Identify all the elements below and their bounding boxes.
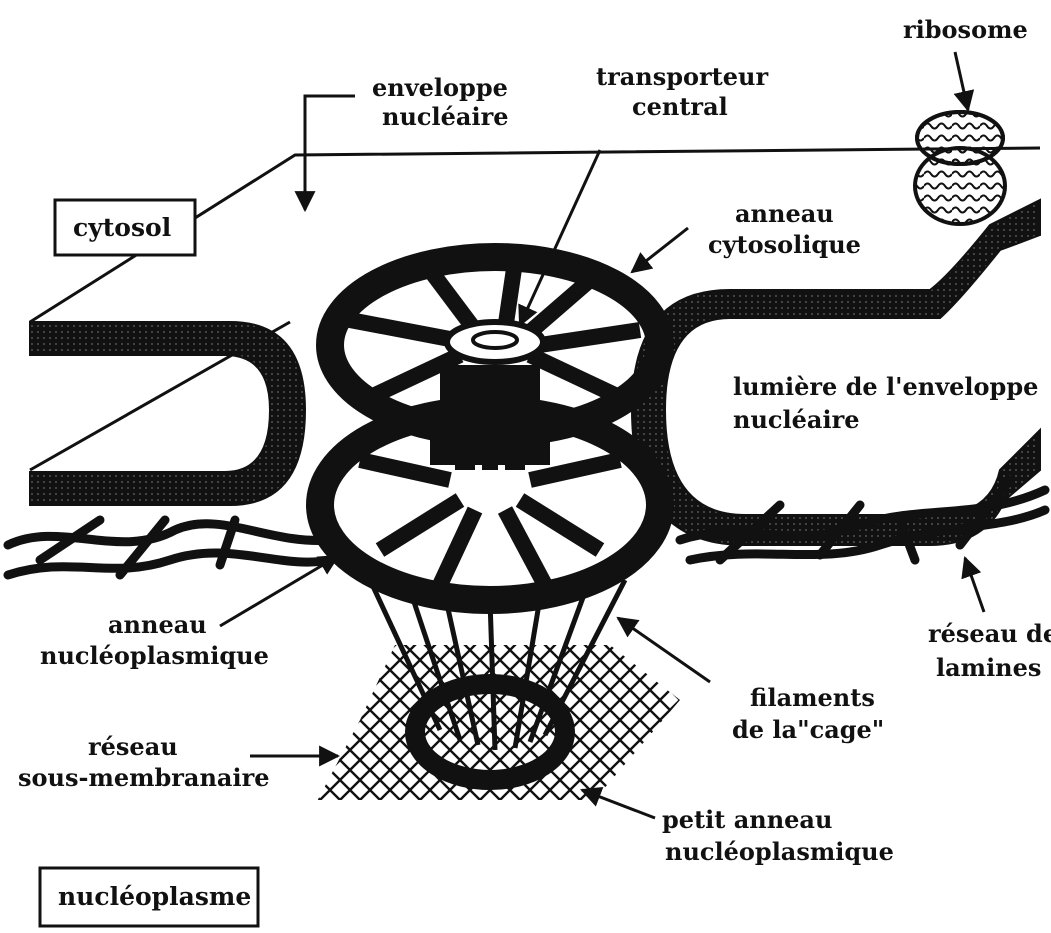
label-transporteur-line1: transporteur — [596, 62, 768, 91]
label-ribosome: ribosome — [903, 15, 1028, 44]
label-reseau-sous-line2: sous-membranaire — [18, 763, 270, 792]
label-transporteur-line2: central — [632, 92, 728, 121]
label-petit-anneau-line2: nucléoplasmique — [665, 837, 894, 866]
label-petit-anneau-line1: petit anneau — [662, 805, 832, 834]
ribosome — [915, 112, 1005, 224]
label-lumiere-line2: nucléaire — [733, 405, 859, 434]
label-lumiere-line1: lumière de l'enveloppe — [733, 372, 1038, 401]
label-reseau-lamines-line2: lamines — [936, 653, 1041, 682]
label-cytosol: cytosol — [73, 213, 171, 242]
label-nucleoplasme: nucléoplasme — [58, 882, 251, 911]
label-anneau-cyto-line1: anneau — [735, 199, 834, 228]
label-enveloppe-line1: enveloppe — [372, 73, 508, 102]
label-anneau-nucleo-line2: nucléoplasmique — [40, 641, 269, 670]
label-reseau-lamines-line1: réseau de — [928, 619, 1051, 648]
label-enveloppe-line2: nucléaire — [382, 102, 508, 131]
label-filaments-line1: filaments — [750, 683, 875, 712]
label-anneau-cyto-line2: cytosolique — [708, 230, 861, 259]
left-envelope-membrane — [30, 322, 305, 505]
label-filaments-line2: de la"cage" — [732, 715, 884, 744]
label-reseau-sous-line1: réseau — [88, 732, 178, 761]
label-anneau-nucleo-line1: anneau — [108, 610, 207, 639]
